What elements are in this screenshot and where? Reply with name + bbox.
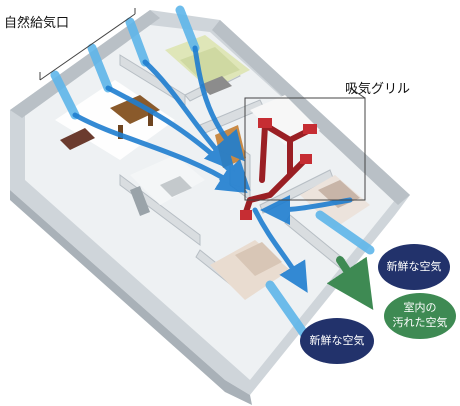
lower-fresh-air-arrows [265,210,375,340]
natural-inlet-label: 自然給気口 [4,16,70,31]
fresh-air-inlet-arrows [50,5,200,120]
fresh-air-flow-paths [72,45,353,293]
dirty-air-exhaust-arrow [326,256,374,310]
dirty-air-bubble: 室内の 汚れた空気 [384,293,456,339]
fresh-air-bubble-upper: 新鮮な空気 [378,244,450,290]
fresh-air-bubble-lower: 新鮮な空気 [300,318,374,364]
exhaust-grille-label: 吸気グリル [345,82,411,97]
duct-grilles [240,118,317,220]
callout-lines [39,8,366,201]
